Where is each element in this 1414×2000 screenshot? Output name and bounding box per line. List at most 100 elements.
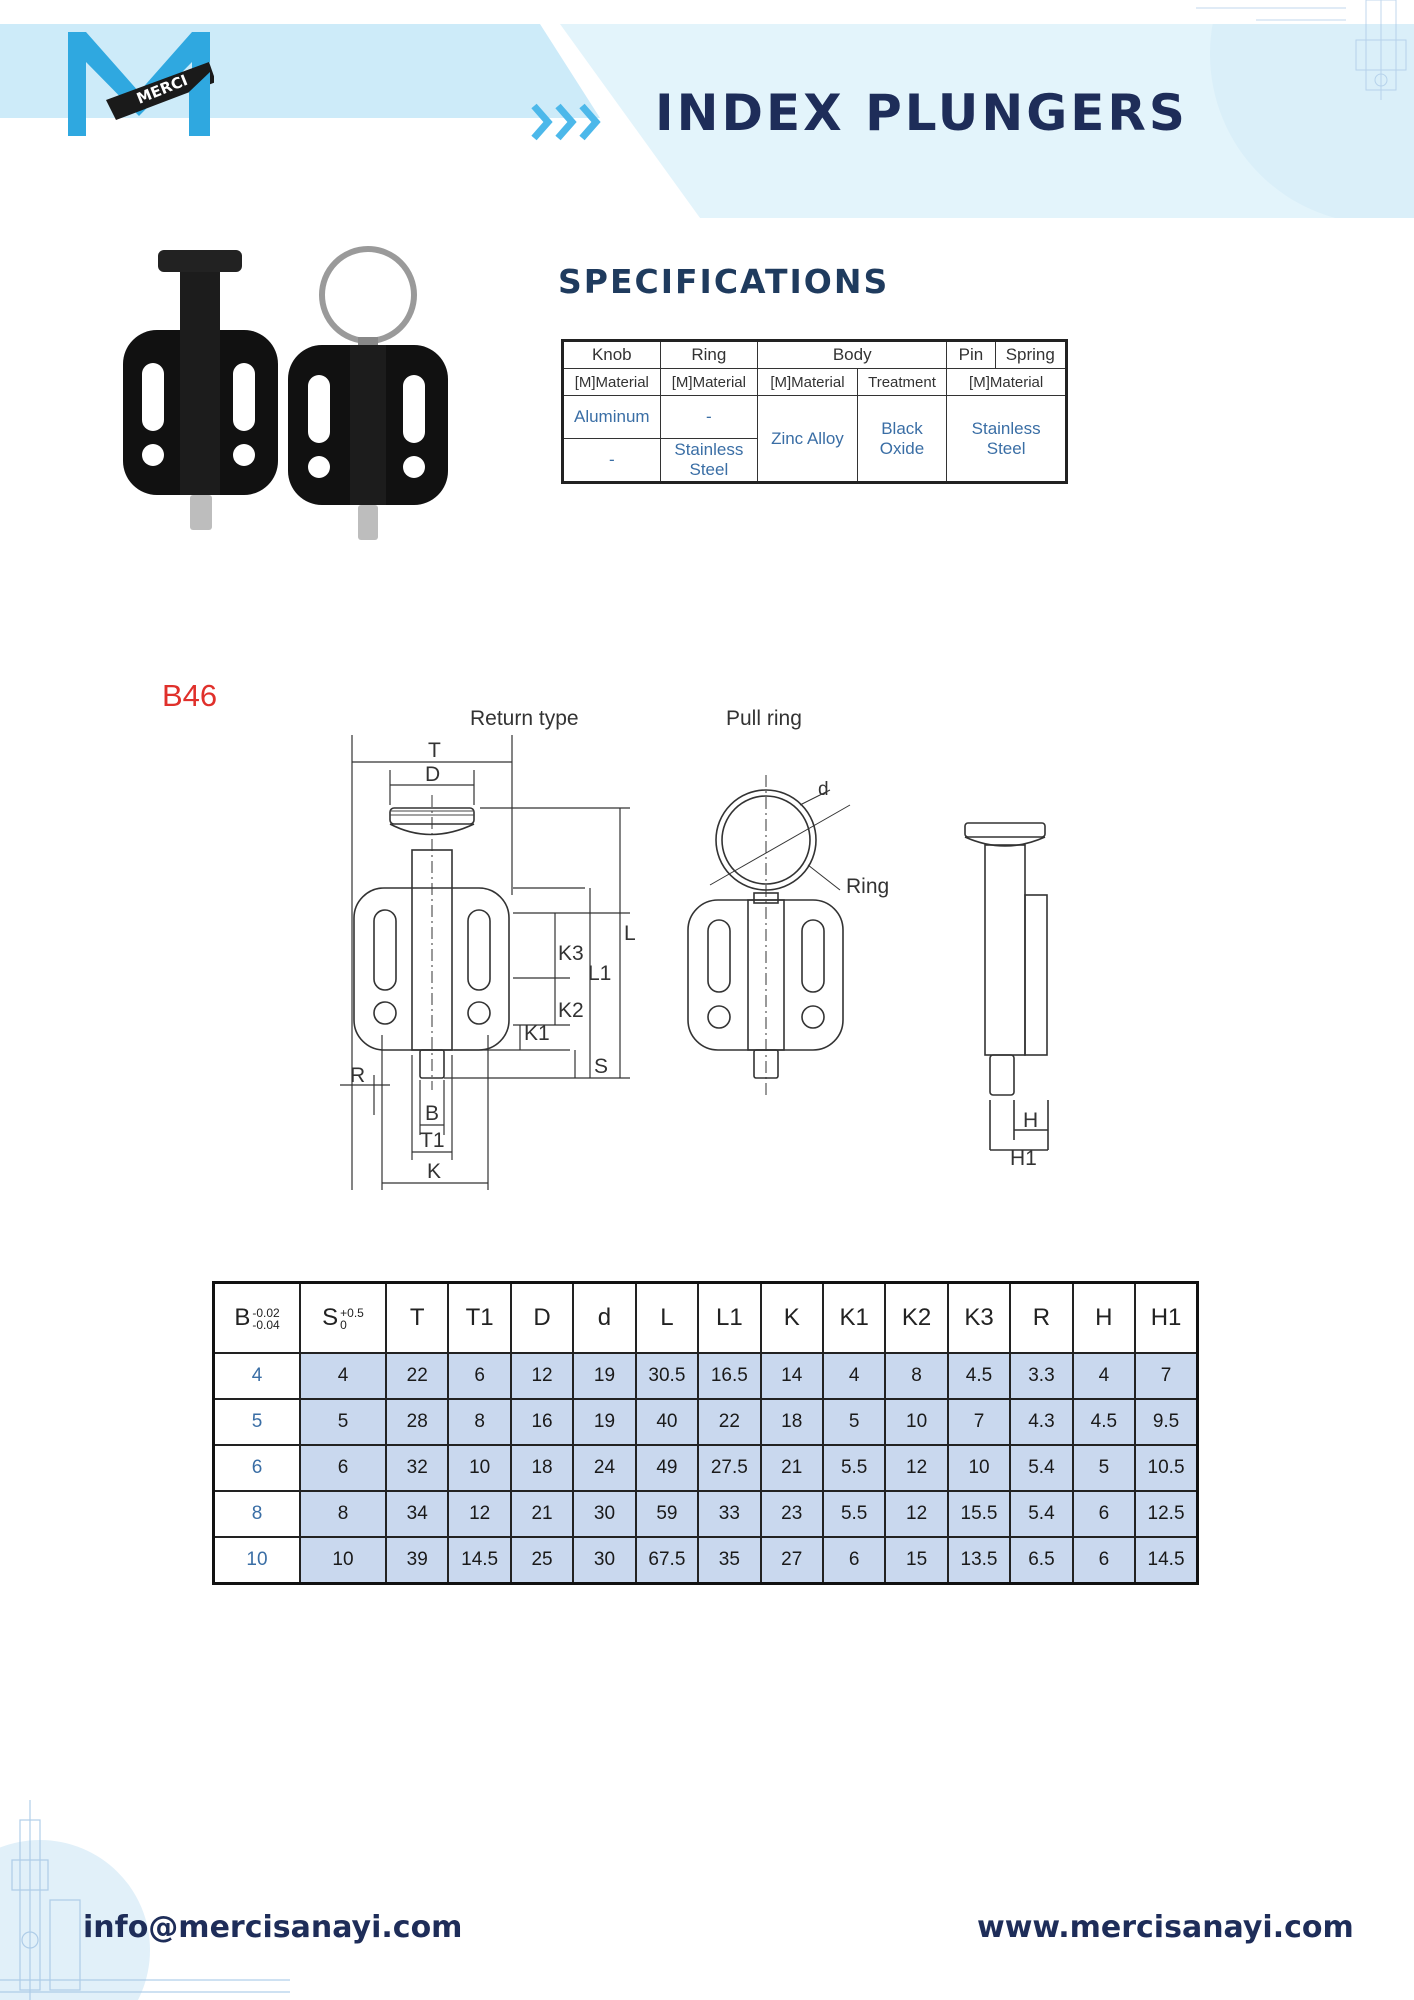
spec-group-body: Body (757, 340, 948, 369)
dim-header-label: T1 (465, 1304, 494, 1331)
dim-B: B (425, 1102, 439, 1125)
dim-K1: K1 (524, 1022, 550, 1045)
dim-T: T (428, 739, 441, 762)
table-cell: 10 (946, 1444, 1012, 1492)
table-cell: 22 (697, 1398, 762, 1446)
knob-plunger-image (123, 250, 278, 530)
table-cell: 5 (1071, 1444, 1137, 1492)
dim-header-label: S (322, 1304, 339, 1331)
table-cell: 14.5 (447, 1536, 512, 1585)
table-cell: 39 (384, 1536, 450, 1585)
dim-header-label: H1 (1150, 1304, 1182, 1331)
spec-body-treatment: Black Oxide (856, 395, 948, 483)
product-photo (123, 246, 448, 540)
dim-header-h1: H1 (1134, 1281, 1199, 1354)
dim-header-label: R (1032, 1304, 1051, 1331)
table-cell: 9.5 (1134, 1398, 1199, 1446)
table-cell: 10.5 (1134, 1444, 1199, 1492)
dim-L: L (624, 922, 636, 945)
table-cell: 27.5 (697, 1444, 762, 1492)
dim-header-l: L (634, 1281, 700, 1354)
table-cell: 8 (299, 1490, 387, 1538)
spec-group-ring: Ring (659, 340, 759, 369)
spec-group-spring: Spring (994, 340, 1068, 369)
table-cell: 5.5 (821, 1444, 887, 1492)
table-cell: 6 (1071, 1490, 1137, 1538)
dim-header-label: L1 (715, 1304, 743, 1331)
page-title: INDEX PLUNGERS (655, 84, 1188, 142)
table-cell: 22 (384, 1352, 450, 1400)
table-cell: 10 (447, 1444, 512, 1492)
table-cell: 10 (884, 1398, 949, 1446)
dim-header-tolerance: -0.02-0.04 (252, 1305, 280, 1332)
table-cell: 49 (634, 1444, 700, 1492)
table-cell: 6 (1071, 1536, 1137, 1585)
table-cell: 12 (884, 1444, 949, 1492)
dim-header-r: R (1009, 1281, 1074, 1354)
table-cell: 16 (509, 1398, 575, 1446)
dim-header-label: H (1095, 1304, 1113, 1331)
table-cell: 8 (447, 1398, 512, 1446)
table-cell: 7 (946, 1398, 1012, 1446)
dim-T1: T1 (420, 1129, 445, 1152)
table-cell: 5.5 (821, 1490, 887, 1538)
table-cell: 23 (759, 1490, 824, 1538)
table-cell: 14 (759, 1352, 824, 1400)
table-cell: 27 (759, 1536, 824, 1585)
table-cell: 30.5 (634, 1352, 700, 1400)
table-cell: 12.5 (1134, 1490, 1199, 1538)
dim-S: S (594, 1055, 608, 1078)
table-cell: 19 (572, 1352, 637, 1400)
dim-header-t: T (384, 1281, 450, 1354)
blueprint-footer-art (0, 1800, 290, 2000)
table-cell: 6.5 (1009, 1536, 1074, 1585)
table-cell: 8 (884, 1352, 949, 1400)
dim-header-label: K (783, 1304, 800, 1331)
table-cell: 30 (572, 1536, 637, 1585)
table-cell: 3.3 (1009, 1352, 1074, 1400)
technical-drawing: Return type Pull ring Ring (340, 707, 1049, 1190)
dim-header-k1: K1 (821, 1281, 887, 1354)
dim-K: K (427, 1160, 441, 1183)
chevrons-icon (531, 103, 601, 141)
table-cell: 6 (299, 1444, 387, 1492)
table-cell: 34 (384, 1490, 450, 1538)
table-cell: 21 (759, 1444, 824, 1492)
spec-sub-body-treatment: Treatment (856, 368, 948, 396)
specifications-title: SPECIFICATIONS (558, 262, 890, 301)
table-cell: 5.4 (1009, 1490, 1074, 1538)
dim-header-label: T (409, 1304, 425, 1331)
spec-sub-ring-material: [M]Material (659, 368, 759, 396)
spec-sub-knob-material: [M]Material (562, 368, 661, 396)
dim-header-label: K1 (839, 1304, 869, 1331)
label-ring: Ring (846, 875, 889, 898)
table-cell: 33 (697, 1490, 762, 1538)
footer-email[interactable]: info@mercisanayi.com (83, 1910, 463, 1945)
dim-H1: H1 (1010, 1147, 1037, 1170)
dim-K2: K2 (558, 999, 584, 1022)
table-cell: 4.5 (946, 1352, 1012, 1400)
dim-L1: L1 (588, 962, 611, 985)
table-cell: 28 (384, 1398, 450, 1446)
dim-header-label: d (597, 1304, 612, 1331)
table-cell: 5 (821, 1398, 887, 1446)
spec-sub-body-material: [M]Material (757, 368, 858, 396)
footer-website[interactable]: www.mercisanayi.com (977, 1910, 1354, 1945)
table-cell: 18 (509, 1444, 575, 1492)
label-pull-ring: Pull ring (726, 707, 802, 730)
dim-d: d (818, 779, 829, 800)
label-return-type: Return type (470, 707, 579, 730)
table-cell: 35 (697, 1536, 762, 1585)
table-cell: 4.5 (1071, 1398, 1137, 1446)
table-cell: 10 (299, 1536, 387, 1585)
table-cell: 10 (212, 1536, 301, 1585)
table-cell: 6 (212, 1444, 301, 1492)
dim-R: R (350, 1064, 365, 1087)
table-cell: 32 (384, 1444, 450, 1492)
table-cell: 4 (821, 1352, 887, 1400)
table-cell: 4 (212, 1352, 301, 1400)
table-cell: 24 (572, 1444, 637, 1492)
